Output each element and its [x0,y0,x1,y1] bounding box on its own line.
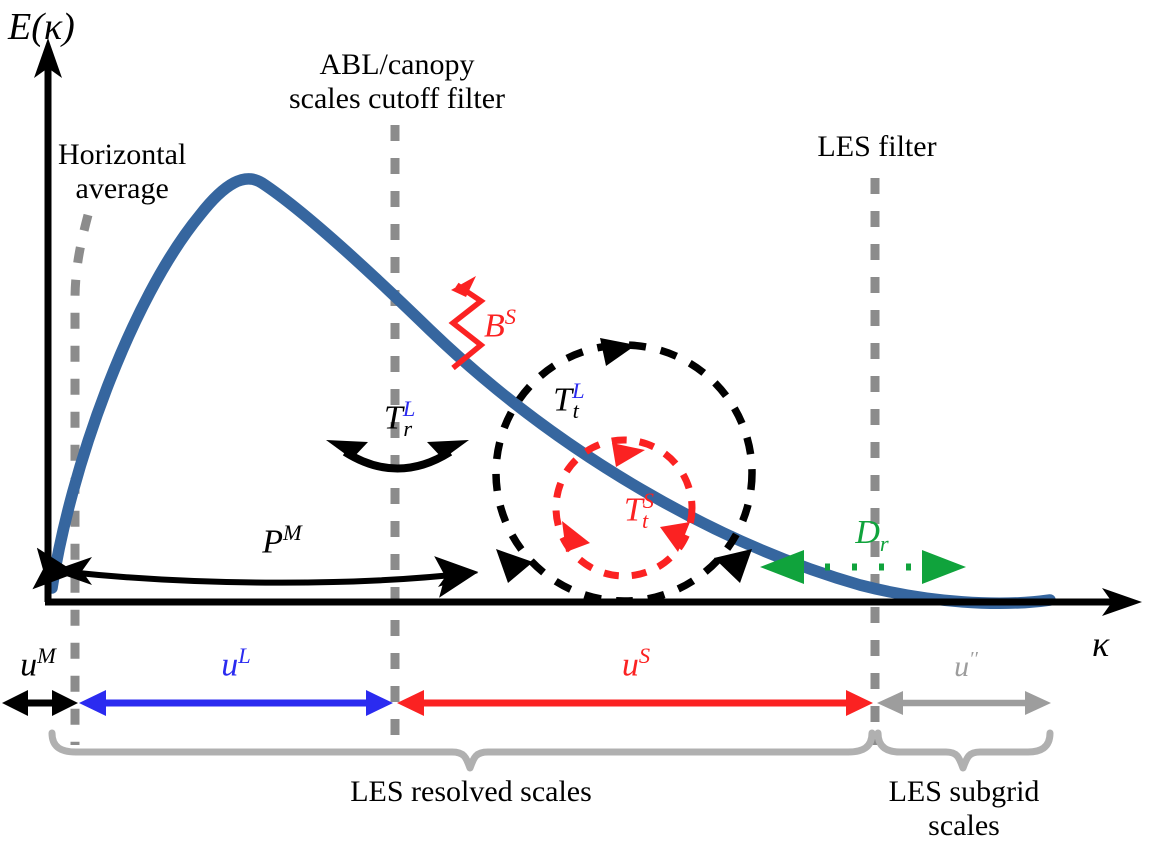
label-u-subgrid: u′′ [954,648,978,684]
small-eddy-arrow-right [660,522,690,552]
label-u-small-sup: S [638,643,651,668]
production-arrowhead-right [438,559,478,587]
label-production: PM [262,520,301,562]
buoyancy-arrowhead [451,276,476,297]
transfer-resolved-arrow [326,440,469,473]
label-dissipation-sub: r [879,530,889,556]
label-Tr-sup: L [402,396,416,421]
label-horizontal-average-line1: Horizontal [58,138,187,171]
label-dissipation: Dr [855,514,888,556]
label-transfer-turbulent-large: TLt [553,378,584,424]
velocity-arrow-u-large [79,690,393,716]
label-les-subgrid-line1: LES subgrid [888,775,1040,808]
large-eddy-arrow-left [496,549,533,583]
label-u-small: uS [622,643,650,685]
label-u-large: uL [221,643,250,685]
label-buoyancy-small: BS [484,304,516,346]
label-u-small-symbol: u [621,646,639,684]
label-transfer-turbulent-small: TSt [623,488,654,534]
production-arrowhead-left [52,557,92,585]
label-Tr-sub: r [403,416,413,442]
label-buoyancy-sup: S [504,304,516,329]
small-eddy-circle [552,436,696,580]
large-eddy-arrow-top [600,338,636,366]
label-u-mean-symbol: u [20,646,38,684]
energy-spectrum-curve [46,173,1056,609]
label-horizontal-average-line2: average [75,172,169,206]
label-u-subgrid-symbol: u [954,650,970,683]
label-production-symbol: P [262,523,284,561]
velocity-arrow-u-subgrid [877,691,1051,715]
small-eddy-arrow-left [562,521,590,552]
axis-y-arrowhead [34,38,62,78]
axis-x-arrowhead [1102,588,1142,616]
transfer-resolved-arrowhead-right [427,440,469,459]
transfer-resolved-arrowhead-left [326,440,368,459]
buoyancy-zigzag-arrow [448,276,486,371]
large-eddy-circle [492,338,756,605]
label-TtS-symbol: T [623,491,643,529]
brace-les-resolved-scales [48,729,876,772]
label-production-sup: M [283,520,302,545]
small-eddy-arrow-top [612,443,645,467]
label-les-filter: LES filter [817,130,936,164]
label-abl-canopy-line2: scales cutoff filter [288,82,506,116]
axis-x [45,588,1142,616]
label-les-subgrid-scales: LES subgrid scales [889,775,1040,843]
production-arrow [32,547,479,598]
label-TtL-sub: t [572,398,579,424]
label-TtS-sub: t [641,508,649,534]
label-Tr-symbol: T [383,399,403,437]
label-TtL-sup: L [572,378,585,403]
dissipation-arrowhead-left [760,550,804,584]
label-u-mean: uM [20,643,56,685]
brace-les-subgrid-scales [874,729,1054,772]
label-abl-canopy-cutoff: ABL/canopy scales cutoff filter [289,48,505,116]
large-eddy-arrow-right [714,549,752,583]
dissipation-arrow [760,550,966,584]
dissipation-arrowhead-right [922,550,966,584]
label-abl-canopy-line1: ABL/canopy [319,48,475,81]
label-transfer-resolved-large: TLr [383,396,416,442]
label-u-mean-sup: M [37,643,56,668]
velocity-arrow-u-small [397,690,873,716]
label-u-large-symbol: u [221,646,239,684]
label-horizontal-average: Horizontal average [58,138,186,206]
cutoff-line-horizontal-average [70,213,93,745]
label-u-subgrid-sup: ′′ [969,648,978,670]
label-les-resolved-line1: LES resolved scales [350,775,592,808]
label-u-large-sup: L [238,643,251,668]
x-axis-label: κ [1092,624,1110,664]
label-les-subgrid-line2: scales [928,809,1000,843]
label-les-filter-line1: LES filter [817,130,937,163]
velocity-arrow-u-mean [2,690,78,716]
axis-y [34,38,62,602]
label-buoyancy-symbol: B [484,307,505,345]
y-axis-label: E(κ) [8,6,75,48]
label-les-resolved-scales: LES resolved scales [350,775,592,809]
label-TtL-symbol: T [553,381,573,419]
label-dissipation-symbol: D [855,514,880,551]
label-TtS-sup: S [642,488,654,513]
